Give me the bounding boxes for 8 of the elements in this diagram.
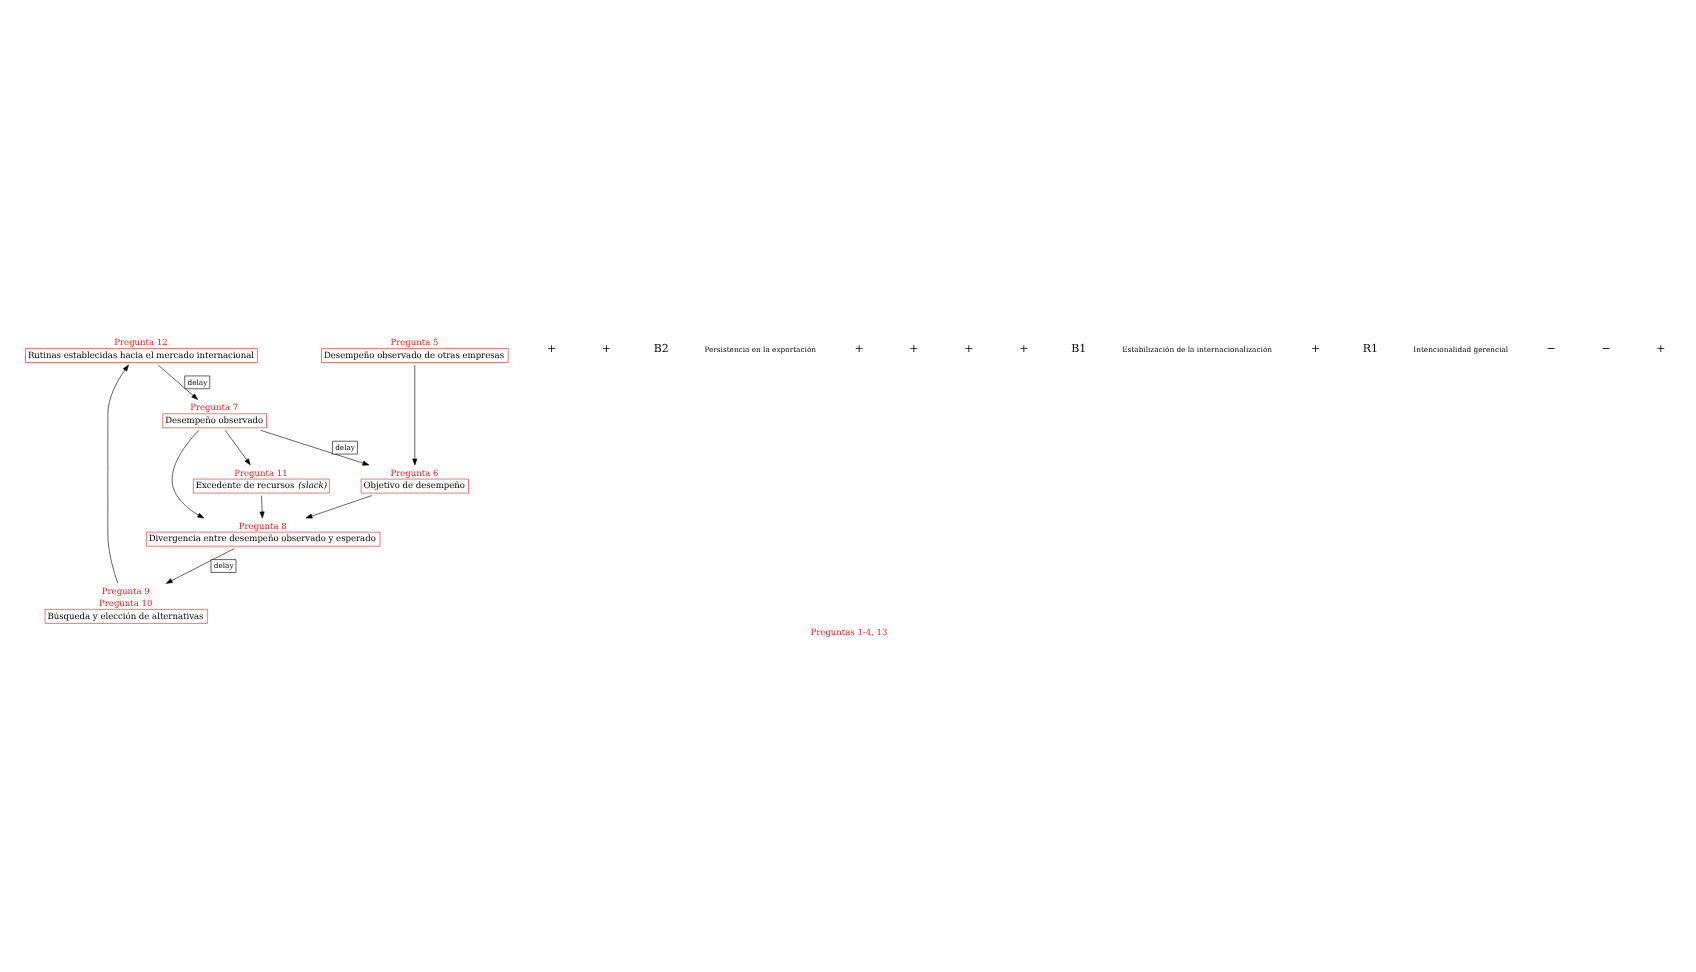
arrow [258, 494, 264, 518]
arrow [224, 429, 250, 465]
arrow [259, 429, 369, 465]
arrow [106, 363, 128, 583]
arrow [411, 363, 417, 465]
arrow [156, 363, 197, 399]
arrow [304, 494, 372, 518]
arrow [170, 429, 204, 518]
